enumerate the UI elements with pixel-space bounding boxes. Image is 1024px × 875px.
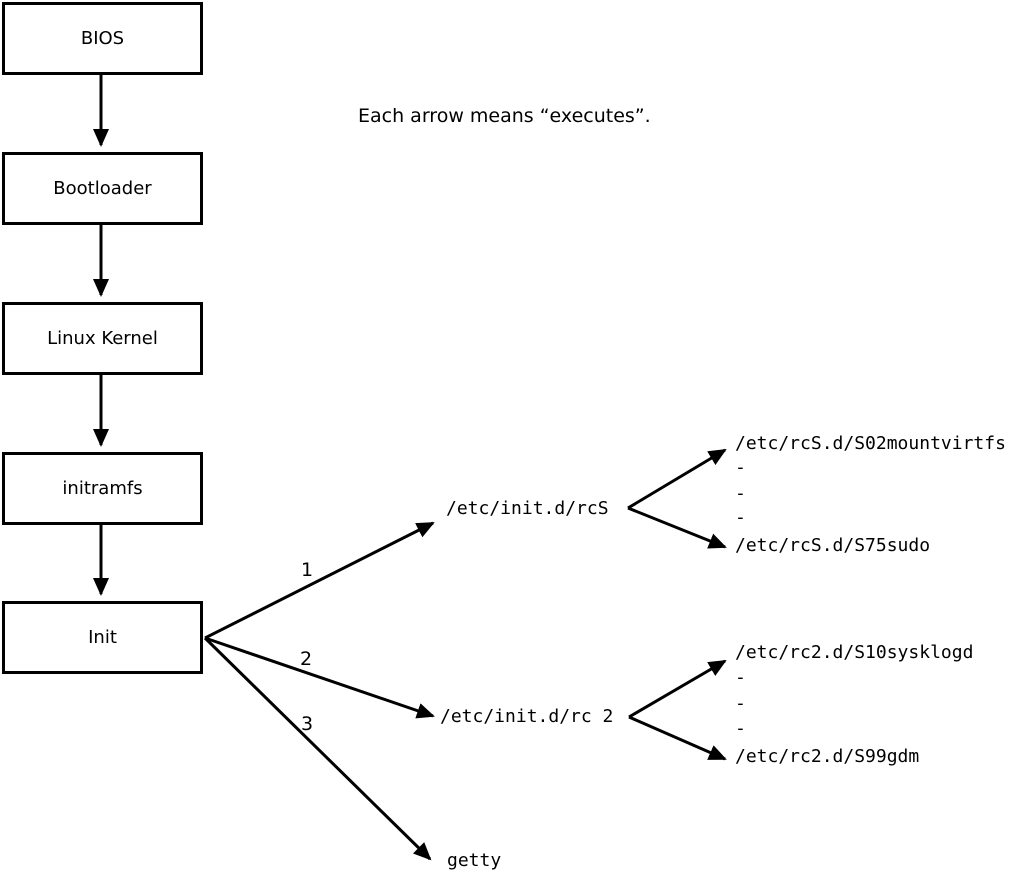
branch-1-target: /etc/init.d/rcS	[446, 498, 609, 519]
arrow-rc2-to-s99gdm	[628, 715, 727, 761]
box-initramfs: initramfs	[2, 452, 203, 525]
box-init: Init	[2, 601, 203, 674]
rcs-child-dash-3: -	[735, 507, 746, 528]
arrow-rc2-to-s10sysklogd	[628, 659, 727, 719]
rc2-child-dash-1: -	[735, 667, 746, 688]
box-bootloader: Bootloader	[2, 152, 203, 225]
branch-3-number: 3	[300, 713, 314, 735]
rcs-child-s75sudo: /etc/rcS.d/S75sudo	[735, 535, 931, 556]
box-bios-label: BIOS	[80, 28, 125, 49]
arrow-init-to-rcs	[204, 521, 435, 640]
rc2-child-s10sysklogd: /etc/rc2.d/S10sysklogd	[735, 642, 974, 663]
rcs-child-dash-2: -	[735, 483, 746, 504]
box-bootloader-label: Bootloader	[53, 178, 152, 199]
legend-text: Each arrow means “executes”.	[358, 105, 651, 127]
rc2-child-dash-2: -	[735, 693, 746, 714]
rc2-child-dash-3: -	[735, 718, 746, 739]
box-initramfs-label: initramfs	[62, 478, 143, 499]
box-linux-kernel: Linux Kernel	[2, 302, 203, 375]
arrow-init-to-getty	[203, 636, 432, 861]
box-bios: BIOS	[2, 2, 203, 75]
arrow-rcs-to-s75sudo	[627, 506, 727, 549]
box-linux-kernel-label: Linux Kernel	[47, 328, 158, 349]
rc2-child-s99gdm: /etc/rc2.d/S99gdm	[735, 746, 920, 767]
arrow-rcs-to-s02mountvirtfs	[627, 448, 727, 510]
box-init-label: Init	[88, 627, 117, 648]
rcs-child-dash-1: -	[735, 457, 746, 478]
branch-2-number: 2	[299, 648, 313, 670]
branch-2-target: /etc/init.d/rc 2	[440, 706, 614, 727]
branch-1-number: 1	[300, 559, 314, 581]
arrow-init-to-rc2	[204, 636, 435, 719]
branch-3-target: getty	[447, 850, 502, 871]
rcs-child-s02mountvirtfs: /etc/rcS.d/S02mountvirtfs	[735, 433, 1006, 454]
